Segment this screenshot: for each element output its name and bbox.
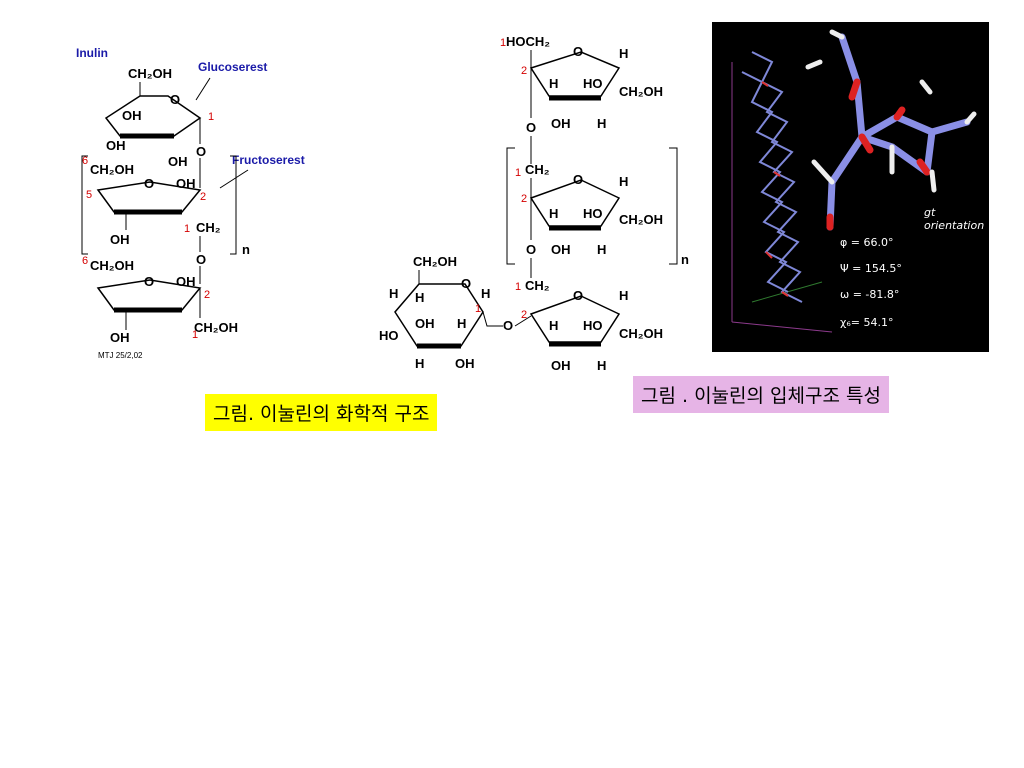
svg-text:OH: OH — [551, 242, 571, 257]
fructose-ch2oh: CH₂OH — [90, 162, 134, 177]
svg-text:CH₂: CH₂ — [525, 162, 550, 177]
svg-text:H: H — [457, 316, 466, 331]
fructose-oh-lower: OH — [110, 232, 130, 247]
svg-text:CH₂: CH₂ — [525, 278, 550, 293]
svg-text:O: O — [461, 276, 471, 291]
fructose-ch2: CH₂ — [196, 220, 221, 235]
mid-top-hoch2: HOCH₂ — [506, 34, 550, 49]
stick-model-render — [731, 29, 977, 333]
svg-text:2: 2 — [521, 65, 527, 77]
svg-text:2: 2 — [521, 309, 527, 321]
svg-text:O: O — [503, 318, 513, 333]
glycosidic-oxygen-1: O — [196, 144, 206, 159]
svg-text:OH: OH — [551, 116, 571, 131]
inulin-chain-structure: 1 HOCH₂ O H 2 H HO CH₂OH OH H O n 1 CH₂ … — [379, 34, 689, 373]
svg-text:H: H — [549, 318, 558, 333]
glucose-c1-number: 1 — [208, 111, 214, 123]
svg-text:1: 1 — [475, 303, 481, 315]
svg-text:CH₂OH: CH₂OH — [619, 212, 663, 227]
repeat-n-left: n — [242, 242, 250, 257]
svg-text:OH: OH — [551, 358, 571, 373]
fructose-unit-1: O H 2 H HO CH₂OH OH H O — [521, 44, 663, 135]
fructose2-ring-oxygen: O — [144, 274, 154, 289]
svg-text:HO: HO — [379, 328, 399, 343]
svg-text:1: 1 — [515, 167, 521, 179]
svg-text:H: H — [481, 286, 490, 301]
svg-text:CH₂OH: CH₂OH — [413, 254, 457, 269]
fructose-c1-number: 1 — [184, 223, 190, 235]
svg-text:HO: HO — [583, 318, 603, 333]
fructose-c5-number: 5 — [86, 189, 92, 201]
figure-credit: MTJ 25/2,02 — [98, 351, 143, 360]
svg-text:HO: HO — [583, 206, 603, 221]
fructose2-oh: OH — [176, 274, 196, 289]
glucose-ring-oxygen: O — [170, 92, 180, 107]
svg-text:CH₂OH: CH₂OH — [619, 326, 663, 341]
glycosidic-oxygen-2: O — [196, 252, 206, 267]
glucose-oh-1: OH — [122, 108, 142, 123]
repeat-n-mid: n — [681, 252, 689, 267]
fructose-ring-oxygen: O — [144, 176, 154, 191]
fructose-unit-3: 1 CH₂ O H 2 H HO CH₂OH OH H — [515, 278, 663, 373]
svg-text:H: H — [619, 288, 628, 303]
glucoserest-label: Glucoserest — [198, 60, 267, 74]
svg-text:H: H — [549, 206, 558, 221]
svg-text:H: H — [597, 358, 606, 373]
svg-text:O: O — [526, 120, 536, 135]
svg-text:H: H — [415, 290, 424, 305]
svg-text:OH: OH — [415, 316, 435, 331]
svg-text:H: H — [597, 116, 606, 131]
fructose-c2-number: 2 — [200, 191, 206, 203]
svg-text:O: O — [573, 288, 583, 303]
svg-text:HO: HO — [583, 76, 603, 91]
svg-text:O: O — [526, 242, 536, 257]
svg-text:H: H — [415, 356, 424, 371]
inulin-chemical-structure: Inulin Glucoserest Fructoserest CH₂OH O … — [76, 46, 305, 360]
glucose-oh-3: OH — [168, 154, 188, 169]
inulin-title: Inulin — [76, 46, 108, 60]
phi-value: φ = 66.0° — [840, 236, 894, 249]
svg-text:H: H — [619, 174, 628, 189]
omega-value: ω = -81.8° — [840, 288, 900, 301]
psi-value: Ψ = 154.5° — [840, 262, 902, 275]
chi-value: χ₆= 54.1° — [840, 316, 894, 329]
glucose-oh-2: OH — [106, 138, 126, 153]
glucose-ch2oh: CH₂OH — [128, 66, 172, 81]
svg-text:H: H — [597, 242, 606, 257]
svg-text:OH: OH — [455, 356, 475, 371]
fructoserest-label: Fructoserest — [232, 153, 305, 167]
fructose2-c1-number: 1 — [192, 329, 198, 341]
svg-text:CH₂OH: CH₂OH — [619, 84, 663, 99]
stereo-structure-caption: 그림 . 이눌린의 입체구조 특성 — [633, 376, 889, 413]
fructose2-oh-lower: OH — [110, 330, 130, 345]
fructose-unit-2: 1 CH₂ O H 2 H HO CH₂OH OH H O — [515, 162, 663, 257]
fructose-c6-number: 6 — [82, 155, 88, 167]
svg-text:1: 1 — [515, 281, 521, 293]
svg-text:H: H — [389, 286, 398, 301]
chemical-structure-caption: 그림. 이눌린의 화학적 구조 — [205, 394, 438, 431]
svg-text:2: 2 — [521, 193, 527, 205]
svg-text:H: H — [549, 76, 558, 91]
mid-c1-top: 1 — [500, 37, 506, 49]
svg-text:H: H — [619, 46, 628, 61]
svg-text:O: O — [573, 44, 583, 59]
fructose2-ch2oh: CH₂OH — [90, 258, 134, 273]
inulin-3d-model: gt orientation φ = 66.0° Ψ = 154.5° ω = … — [712, 22, 989, 352]
terminal-ch2oh: CH₂OH — [194, 320, 238, 335]
svg-text:O: O — [573, 172, 583, 187]
fructose-oh: OH — [176, 176, 196, 191]
glucose-unit: CH₂OH O H H H 1 OH H HO H OH O — [379, 254, 532, 371]
fructose2-c6-number: 6 — [82, 255, 88, 267]
gt-orientation-label: gt orientation — [924, 206, 985, 232]
fructose2-c2-number: 2 — [204, 289, 210, 301]
